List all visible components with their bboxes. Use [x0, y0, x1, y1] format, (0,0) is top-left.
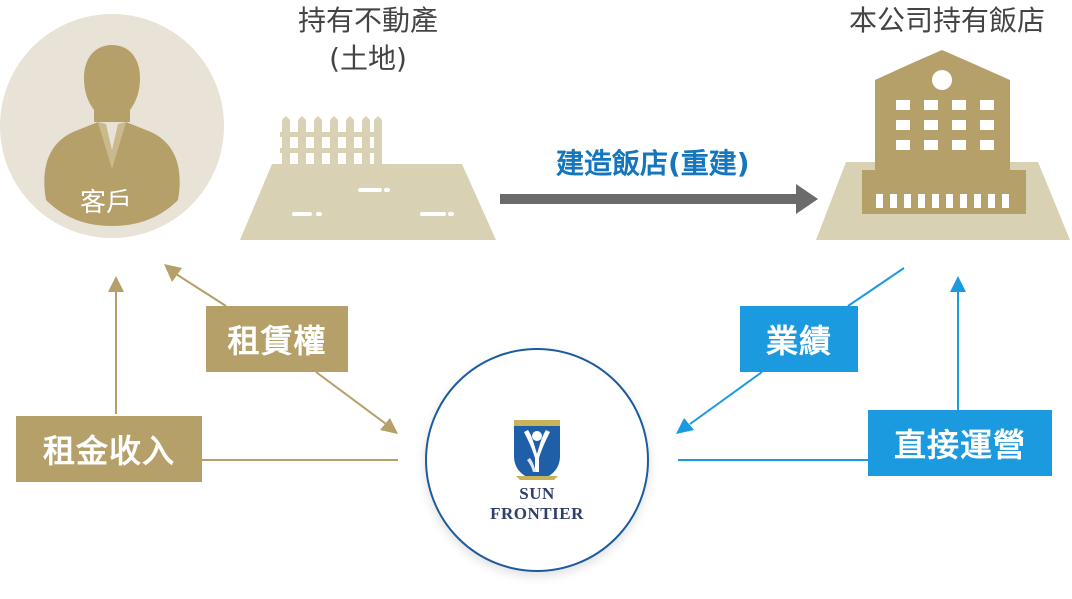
blue-connectors — [676, 267, 966, 461]
hotel-building-icon — [816, 50, 1070, 240]
sun-frontier-node — [425, 348, 649, 572]
customer-label: 客戶 — [80, 188, 133, 218]
direct-operation-box: 直接運營 — [868, 410, 1052, 476]
person-icon — [44, 45, 180, 226]
hotel-heading: 本公司持有飯店 — [848, 4, 1045, 37]
sun-frontier-logo-text: SUN FRONTIER — [490, 484, 584, 523]
land-heading-line1: 持有不動產 — [297, 4, 438, 37]
fence-icon — [280, 116, 382, 164]
land-heading-line2: (土地) — [329, 42, 407, 75]
build-arrow-label: 建造飯店(重建) — [556, 147, 750, 180]
customer-node — [0, 14, 224, 238]
land-heading: 持有不動產 (土地) — [268, 2, 468, 78]
lease-right-box: 租賃權 — [206, 306, 348, 372]
performance-box: 業績 — [740, 306, 858, 372]
rental-income-box: 租金收入 — [16, 416, 202, 482]
gold-connectors — [108, 264, 398, 461]
sun-frontier-logo-icon — [514, 420, 560, 480]
land-plot-icon — [240, 164, 496, 240]
build-arrow — [500, 184, 818, 214]
